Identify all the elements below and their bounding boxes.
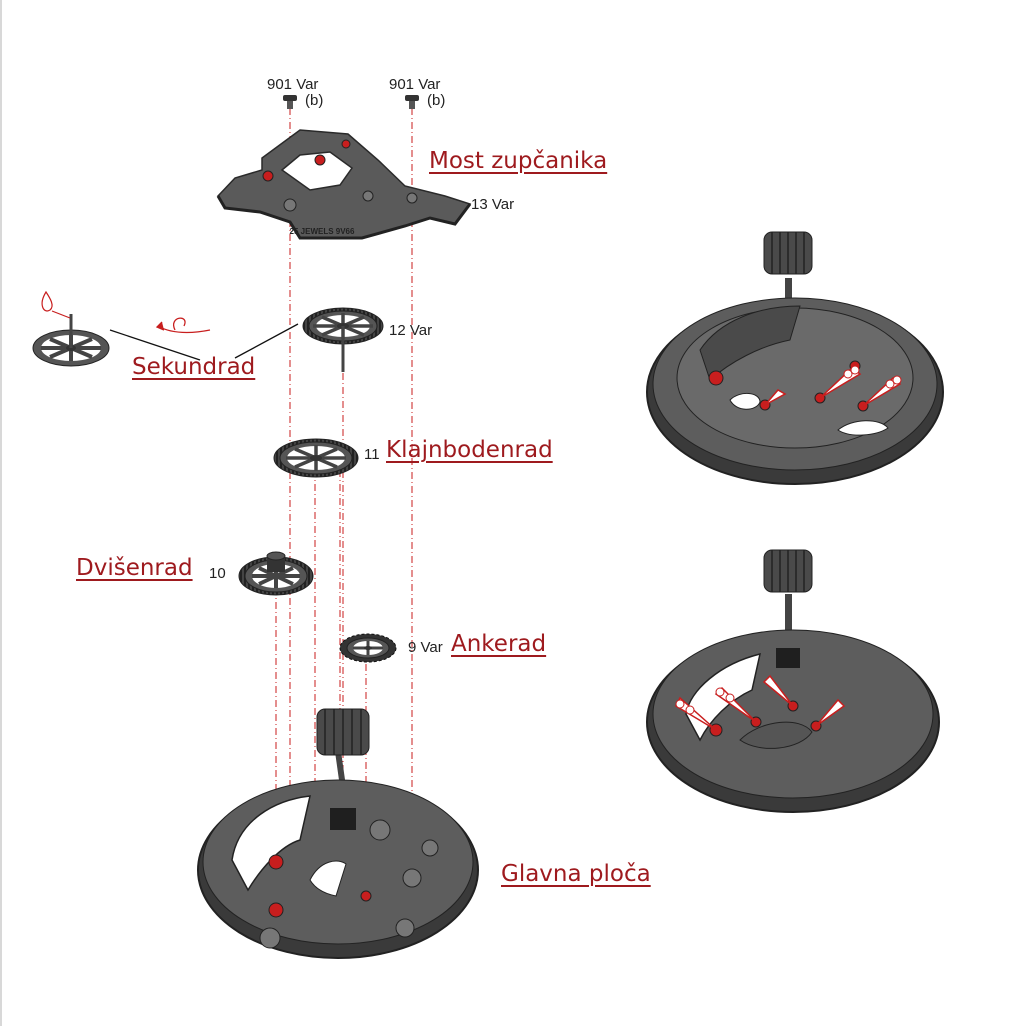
crown-icon xyxy=(316,708,370,756)
seconds-wheel-part-number: 12 Var xyxy=(389,322,433,339)
assembly-preview-top xyxy=(646,231,944,485)
rotation-arrow-icon xyxy=(155,317,211,334)
oil-drop-icon xyxy=(762,674,794,707)
oil-drop-icon xyxy=(862,375,902,407)
bridge-link[interactable]: Most zupčanika xyxy=(429,148,608,174)
oil-drop-icon xyxy=(815,698,846,727)
third-wheel-link[interactable]: Klajnbodenrad xyxy=(386,437,553,463)
gear-train-bridge-part: 25 JEWELS 9V66 xyxy=(216,129,472,240)
bridge-engraving: 25 JEWELS 9V66 xyxy=(290,227,355,236)
assembly-preview-bottom xyxy=(646,549,940,813)
main-plate-part xyxy=(197,708,479,959)
screw-left-variant: (b) xyxy=(305,92,324,109)
fourth-wheel-link[interactable]: Dvišenrad xyxy=(76,555,193,581)
page-edge-rule xyxy=(0,0,2,1026)
crown-icon xyxy=(763,549,813,593)
oil-drop-icon xyxy=(764,389,787,406)
third-wheel-part-number: 11 xyxy=(364,446,380,463)
crown-icon xyxy=(763,231,813,275)
wheel-icon xyxy=(238,551,314,596)
seconds-wheel-link[interactable]: Sekundrad xyxy=(132,354,256,380)
oil-drop-icon xyxy=(819,365,862,399)
escape-wheel-part-number: 9 Var xyxy=(408,639,443,656)
screw-icon xyxy=(283,95,297,109)
main-plate-link[interactable]: Glavna ploča xyxy=(501,861,651,887)
screw-left-part-number: 901 Var xyxy=(267,76,319,93)
fourth-wheel-part-number: 10 xyxy=(209,565,226,582)
oil-drop-icon xyxy=(714,686,757,723)
bridge-part-number: 13 Var xyxy=(471,196,515,213)
seconds-wheel-leaders xyxy=(109,323,299,361)
screw-right-part-number: 901 Var xyxy=(389,76,441,93)
screw-icon xyxy=(405,95,419,109)
oil-drop-icon xyxy=(675,696,717,731)
screw-right-variant: (b) xyxy=(427,92,446,109)
wheel-icon xyxy=(273,438,359,478)
escape-wheel-link[interactable]: Ankerad xyxy=(451,631,547,657)
wheel-icon xyxy=(339,633,397,663)
wheel-icon xyxy=(32,314,110,367)
wheel-icon xyxy=(302,307,384,372)
oil-drop-icon xyxy=(41,290,71,319)
